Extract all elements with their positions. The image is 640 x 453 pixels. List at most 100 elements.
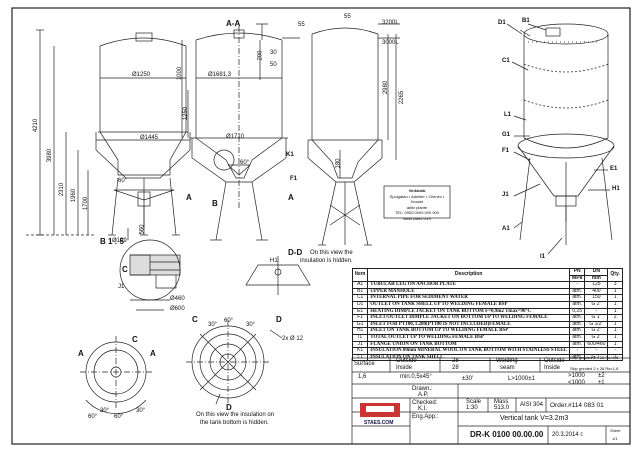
dim-d129: Ø129 [112,238,127,244]
bom-item: K1 [351,347,369,355]
tb-drawn-val: A.P. [418,392,429,398]
tb-checked-label: Checked: [412,400,438,406]
hidden-note-2: insulation is hidden. [300,258,353,264]
bom-description: OUTLET ON TANK SHELL UP TO WELDING FEMAL… [367,300,571,309]
iso-label: A1 [502,226,510,232]
bom-header-pn: PN [569,268,586,276]
tb-outside2: Outside [544,358,565,364]
dim-h2310: 2310 [59,182,66,197]
aa-1000: 1000 [177,66,184,81]
aa-60: 60° [240,160,250,166]
tb-angle: ±30' [462,376,474,382]
bom-description: HEATING DIMPLE JACKET ON TANK BOTTOM F=0… [367,307,571,316]
bom-qty: 1 [607,333,623,342]
detail-b [119,239,181,311]
tb-scale-val: 1:30 [466,405,478,411]
side-180: 180 [335,158,342,169]
dim-angle60: 60° [118,178,128,184]
b-d460: Ø460 [170,296,185,302]
nameplate-frame [383,185,451,219]
d-label-d2: D [226,403,232,412]
bom-item: J1 [351,340,369,349]
plan-a2: A [150,349,156,358]
tb-v28a: 28 [452,358,459,364]
side-3200l: 3200L [382,20,399,26]
bom-qty: 3 [607,281,623,289]
section-label: A-A [226,19,241,28]
bom-qty: 1 [607,300,623,309]
bom-pn: atm. [569,353,586,362]
aa-200: 200 [257,50,264,61]
tb-pm1: ±1 [598,380,605,386]
tb-tol2: <1000 [568,380,585,386]
iso-label: F1 [502,148,510,154]
tb-drawn-label: Drawn.: [412,386,433,392]
bom-header-dn: DN [584,268,609,276]
bom-item: F1 [351,314,369,322]
tb-engapp-label: Eng.App.: [412,414,439,420]
side-2265: 2265 [399,90,406,105]
hidden-bottom-note-2: the tank bottom is hidden. [200,420,269,426]
aa-a-left: A [186,193,192,202]
nameplate-line4: TEL: 0000 0000 000 000 [394,210,440,215]
side-3000l: 3000L [382,40,399,46]
tb-pm2: ±2 [598,373,605,379]
d-label-c: C [192,315,198,324]
bom-dn: G 1" [584,314,609,322]
bom-pn: atm. [569,294,586,302]
bom-header-description: Description [367,267,571,283]
bom-dn: 125 [584,281,609,289]
bom-header-qty: Qty. [607,267,623,283]
bom-header-dn-unit: mm [584,274,609,283]
bom-header-item: Item [351,267,369,283]
tb-material: AISI 304 [520,402,544,408]
side-view [307,23,400,246]
iso-label: D1 [498,20,506,26]
hidden-note-1: On this view the [310,250,353,256]
iso-label: J1 [502,192,509,198]
bom-pn: - [569,281,586,289]
bom-dn: 150 [584,294,609,302]
bom-description: TUBULAR LEG ON ANCHOR PLATE [367,281,571,289]
bom-pn: atm. [569,340,586,349]
tb-inside: Inside [396,365,413,371]
iso-label: E1 [610,166,618,172]
d-label-d: D [276,315,282,324]
d-h1: H1 [270,258,278,264]
bom-description: INLET/OUTLET DIMPLE JACKET ON BOTTOM UP … [367,314,571,322]
bom-pn: atm. [569,300,586,309]
tb-sheet-label: Sheet [610,428,621,433]
tb-title: Vertical tank V=3.2m3 [500,415,569,422]
aa-30: 30 [270,50,277,56]
bom-header-row: Item Description PN DN Qty. [351,267,623,283]
aa-1250: 1250 [183,106,190,121]
bom-item: A1 [351,281,369,289]
dim-h3980: 3980 [47,148,54,163]
side-2980: 2980 [383,80,390,95]
bom-dn: 600/460 [584,340,609,349]
bom-pn: atm. [569,287,586,296]
bom-header-pn-unit: MPa [569,274,586,283]
d-2x: 2x Ø 12 [282,336,304,342]
tb-skip2: Skip grinded 2 x 28 Ra<1,6 [570,366,619,371]
bom-description: INLET ON TANK BOTTOM UP TO WELDING FEMAL… [367,327,571,335]
tb-inside2: Inside [544,365,561,371]
d-60: 60° [224,318,234,324]
bom-qty: 1 [607,327,623,335]
bom-description: TOTAL OUTLET UP TO WELDING FEMALE BSP [367,333,571,342]
iso-label: C1 [502,58,510,64]
front-view [26,29,191,240]
bom-dn: 400 [584,287,609,296]
bom-qty: 2 [607,314,623,322]
aa-1710: Ø1710 [226,134,245,140]
bom-qty: 1 [607,340,623,349]
b-j1: J1 [118,284,125,290]
